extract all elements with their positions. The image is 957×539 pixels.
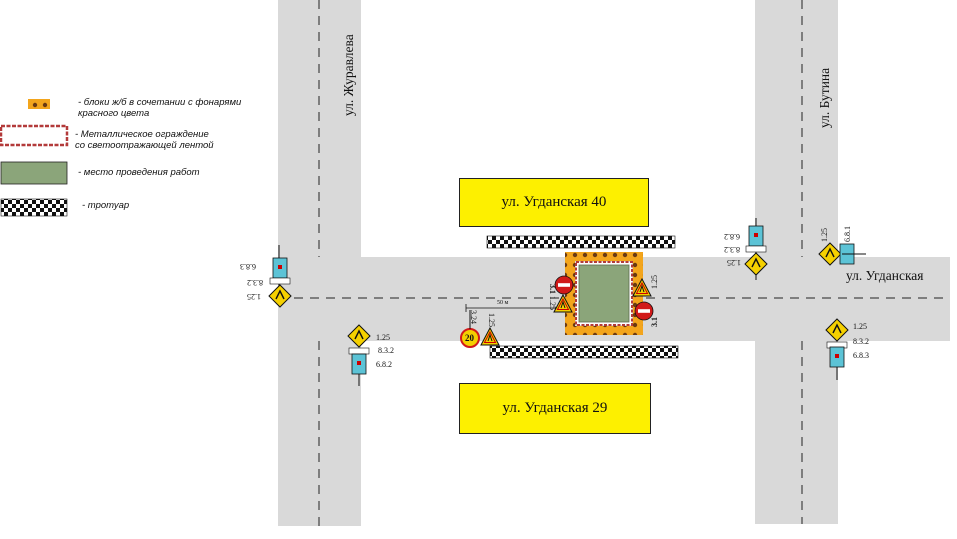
far-right-bottom-code-1: 1.25 [853, 322, 867, 331]
far-right-top-code-1: 1.25 [820, 228, 829, 242]
bottom-left-code-2: 8.3.2 [378, 346, 394, 355]
speed-limit-value: 20 [465, 333, 474, 343]
street-label-butina: ул. Бутина [817, 67, 832, 128]
work-right-code-1: 3.1 [650, 317, 659, 327]
right-top-code-3: 1.25 [727, 258, 741, 267]
right-top-sign-post [744, 218, 768, 280]
street-label-ugdanskaya: ул. Угданская [846, 268, 924, 283]
sidewalk-north [486, 235, 676, 249]
legend-blocks-icon [28, 99, 50, 109]
speed-sign-code: 3.24 [469, 310, 478, 324]
street-label-zhuravleva: ул. Журавлева [341, 34, 356, 116]
bottom-left-code-3: 6.8.2 [376, 360, 392, 369]
speed-limit-sign [460, 310, 480, 348]
building-south: ул. Угданская 29 [459, 383, 651, 434]
building-north: ул. Угданская 40 [459, 178, 649, 227]
legend-work-icon [0, 161, 68, 185]
legend-symbols [0, 99, 69, 217]
far-right-top-code-2: 6.8.1 [843, 226, 852, 242]
far-right-bottom-code-3: 6.8.3 [853, 351, 869, 360]
left-sign-code-1: 1.25 [247, 292, 261, 301]
left-sign-post [268, 245, 292, 308]
work-right-code-2: 1.25 [650, 275, 659, 289]
bottom-left-sign-post [347, 324, 371, 386]
legend-fence-icon [0, 124, 69, 147]
right-top-code-1: 6.8.2 [724, 232, 740, 241]
legend-fence-label: - Металлическое ограждение со светоотраж… [75, 129, 214, 151]
work-area [578, 264, 630, 323]
speed-warning-code: 1.25 [487, 313, 496, 327]
block-strip-top [565, 252, 643, 261]
left-sign-code-2: 8.3.2 [247, 278, 263, 287]
far-right-bottom-sign-post [825, 318, 849, 380]
distance-label: 50 м [497, 300, 509, 306]
no-entry-sign-left [554, 275, 574, 295]
work-left-code-1: 3.1 [548, 284, 557, 294]
work-zone [565, 252, 643, 335]
far-right-bottom-code-2: 8.3.2 [853, 337, 869, 346]
right-top-code-2: 8.3.2 [724, 245, 740, 254]
legend-work-label: - место проведения работ [78, 167, 200, 178]
block-strip-left [565, 252, 575, 334]
bottom-left-code-1: 1.25 [376, 333, 390, 342]
sidewalk-south [489, 345, 679, 359]
far-right-top-sign-post [818, 242, 866, 266]
left-sign-code-3: 6.8.3 [240, 262, 256, 271]
legend-sidewalk-label: - тротуар [82, 200, 130, 211]
work-left-code-2: 1.25 [548, 296, 557, 310]
legend-blocks-label: - блоки ж/б в сочетании с фонарями красн… [78, 97, 242, 119]
legend-sidewalk-icon [0, 198, 68, 217]
block-strip-bottom [565, 326, 643, 335]
